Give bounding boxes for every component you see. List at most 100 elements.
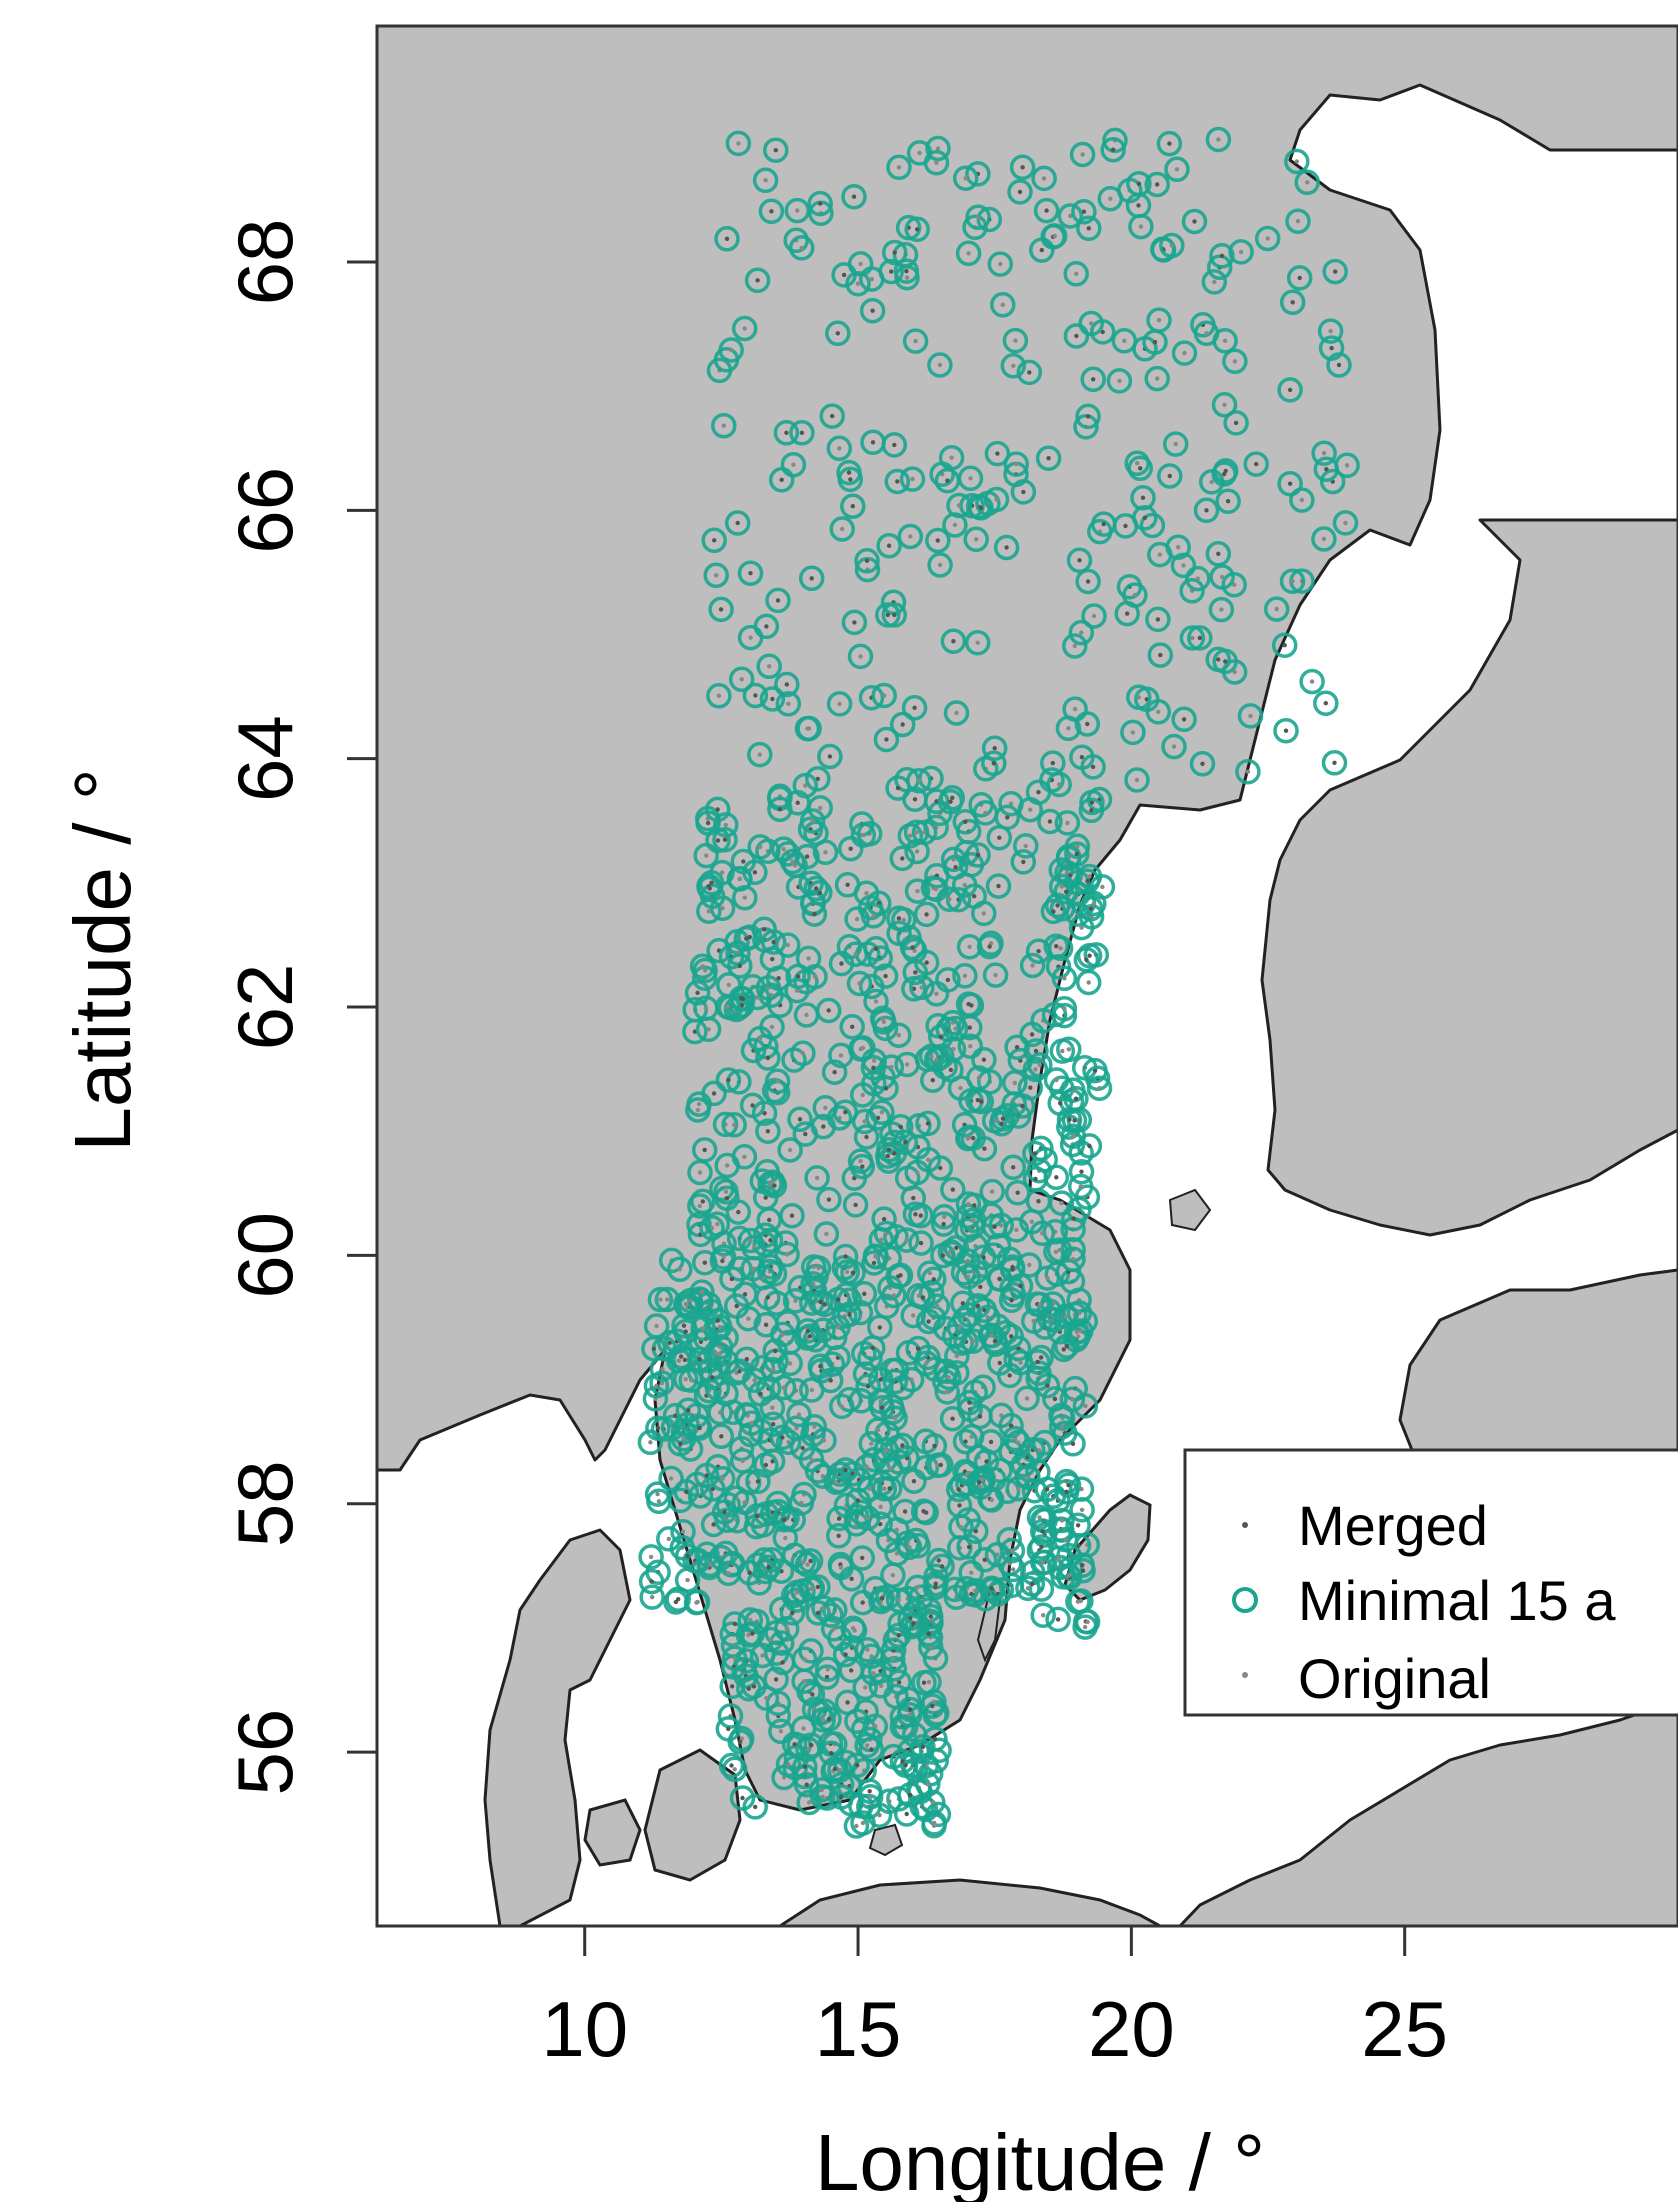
station-minimal-marker (904, 216, 930, 243)
station-dot (888, 1466, 893, 1471)
station-minimal-marker (1139, 512, 1166, 539)
station-dot (717, 1324, 722, 1330)
station-minimal-marker (638, 1568, 665, 1595)
station-dot (785, 942, 790, 948)
station-dot (685, 1577, 690, 1583)
station-minimal-marker (925, 135, 951, 162)
station-dot (1055, 903, 1060, 908)
station-minimal-marker (1205, 126, 1232, 153)
station-dot (963, 176, 968, 181)
station-dot (1052, 1396, 1058, 1402)
station-minimal-marker (1022, 1056, 1049, 1083)
station-dot (704, 853, 709, 858)
station-minimal-marker (934, 1379, 960, 1405)
station-minimal-marker (981, 750, 1007, 777)
station-minimal-marker (871, 682, 897, 709)
station-dot (1011, 1567, 1016, 1572)
station-dot (799, 245, 804, 251)
station-minimal-marker (1074, 1609, 1101, 1635)
station-dot (1204, 331, 1209, 336)
station-minimal-marker (825, 1286, 851, 1313)
station-dot (1038, 1355, 1044, 1360)
station-dot (970, 1338, 976, 1344)
station-dot (794, 1590, 800, 1595)
station-dot (1086, 980, 1091, 985)
station-dot (1222, 338, 1228, 343)
station-dot (849, 1576, 854, 1582)
station-minimal-marker (687, 1159, 713, 1186)
station-minimal-marker (1019, 952, 1046, 979)
station-minimal-marker (886, 154, 912, 181)
station-dot (712, 538, 717, 543)
station-minimal-marker (731, 315, 758, 342)
station-minimal-marker (689, 1279, 715, 1305)
station-minimal-marker (825, 1523, 852, 1549)
station-minimal-marker (789, 420, 815, 446)
station-minimal-marker (782, 852, 808, 879)
station-dot (695, 1107, 701, 1113)
station-dot (1076, 1334, 1081, 1339)
station-minimal-marker (1171, 706, 1197, 733)
station-dot (781, 1385, 786, 1390)
station-minimal-marker (934, 467, 961, 494)
station-minimal-marker (755, 1118, 781, 1144)
station-minimal-marker (1064, 833, 1091, 860)
station-dot (921, 1680, 927, 1685)
station-minimal-marker (1044, 892, 1071, 919)
station-minimal-marker (970, 1244, 997, 1271)
station-dot (934, 1057, 939, 1062)
station-dot (912, 948, 917, 953)
station-minimal-marker (1111, 328, 1138, 354)
station-dot (1321, 451, 1327, 456)
station-minimal-marker (1181, 208, 1208, 235)
station-minimal-marker (929, 461, 955, 487)
station-dot (878, 1399, 883, 1404)
station-dot (911, 1195, 916, 1201)
station-dot (1321, 536, 1327, 542)
station-dot (1066, 1482, 1071, 1488)
station-minimal-marker (760, 929, 787, 955)
y-tick-label: 62 (221, 964, 309, 1051)
station-minimal-marker (1326, 352, 1352, 378)
station-minimal-marker (946, 1314, 973, 1341)
station-dot (765, 1295, 770, 1300)
station-minimal-marker (1054, 1333, 1080, 1359)
station-dot (914, 830, 919, 835)
station-dot (1035, 1359, 1040, 1365)
station-minimal-marker (639, 1584, 665, 1610)
station-dot (814, 1175, 820, 1181)
station-dot (1054, 944, 1059, 949)
station-minimal-marker (834, 1689, 861, 1716)
station-dot (665, 1297, 670, 1302)
station-minimal-marker (1053, 879, 1079, 905)
station-dot (1200, 761, 1205, 766)
station-dot (805, 1562, 810, 1567)
station-minimal-marker (795, 1736, 821, 1762)
station-dot (995, 451, 1000, 456)
station-minimal-marker (852, 1674, 878, 1701)
station-minimal-marker (1144, 171, 1170, 198)
station-minimal-marker (955, 1191, 982, 1217)
station-dot (1021, 859, 1026, 865)
station-minimal-marker (987, 1266, 1013, 1292)
station-dot (919, 985, 925, 990)
station-dot (880, 1596, 885, 1601)
station-dot (753, 693, 758, 698)
station-dot (1041, 176, 1047, 181)
station-minimal-marker (927, 552, 953, 578)
station-dot (823, 1105, 828, 1111)
station-dot (926, 1631, 931, 1637)
station-minimal-marker (707, 1314, 733, 1340)
station-dot (1233, 420, 1239, 426)
station-minimal-marker (775, 1429, 802, 1455)
station-minimal-marker (819, 1351, 846, 1377)
station-dot (981, 1057, 987, 1062)
station-minimal-marker (805, 1255, 832, 1281)
station-minimal-marker (898, 1366, 925, 1393)
station-minimal-marker (873, 1220, 900, 1247)
station-minimal-marker (892, 1752, 919, 1778)
station-dot (883, 973, 888, 979)
station-minimal-marker (709, 1248, 736, 1274)
station-dot (1155, 376, 1160, 381)
station-dot (925, 1121, 931, 1126)
